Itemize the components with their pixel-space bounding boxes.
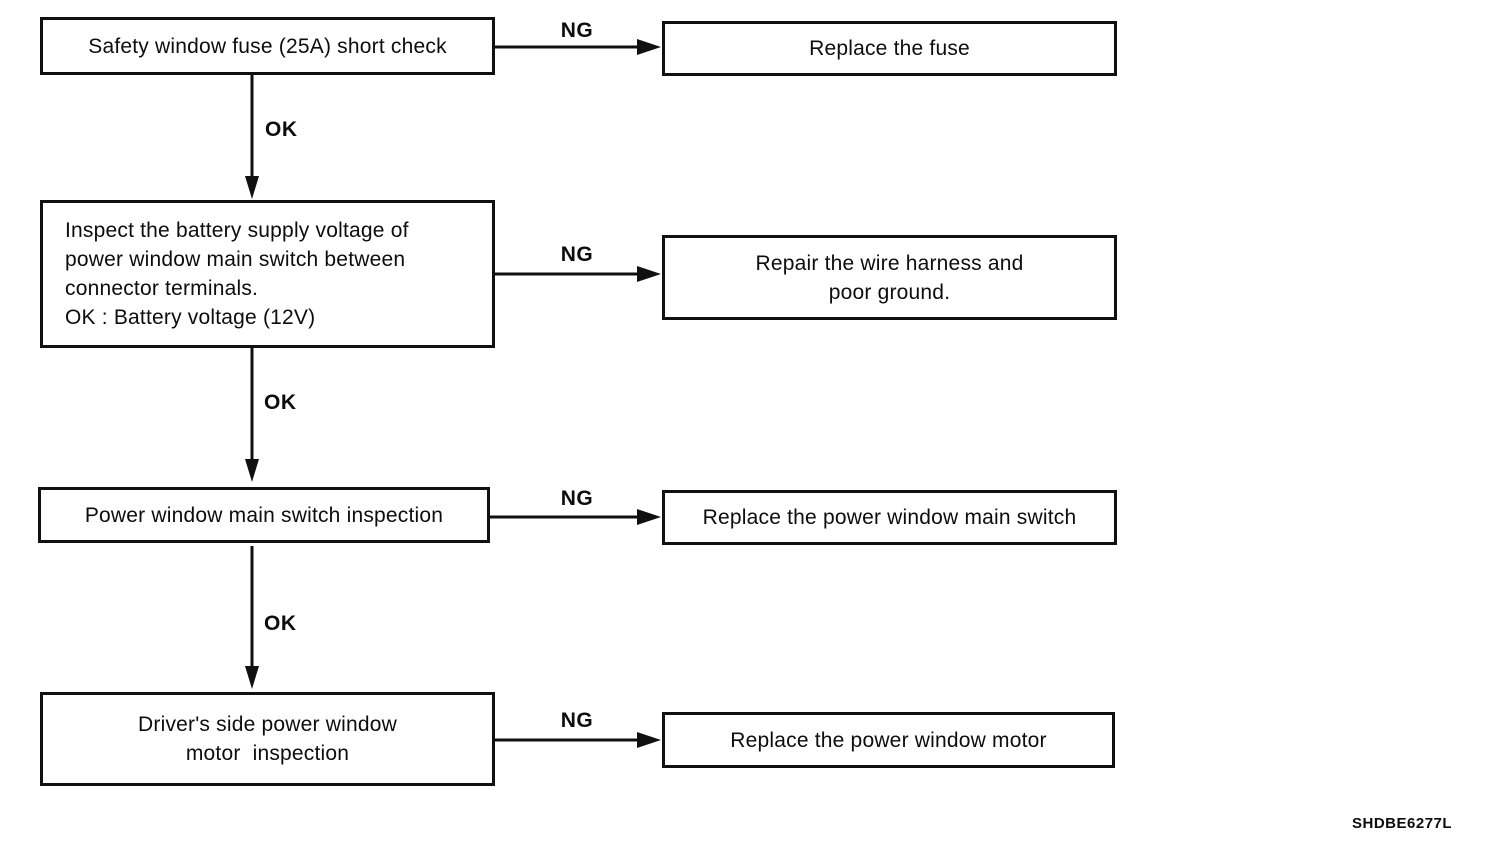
ok-label-3: OK xyxy=(264,612,297,635)
ng-label-2: NG xyxy=(560,243,594,266)
action-box-replace-motor: Replace the power window motor xyxy=(662,712,1115,768)
ok-arrow-3 xyxy=(245,546,259,689)
action-box-replace-main-switch: Replace the power window main switch xyxy=(662,490,1117,545)
check-box-fuse-short-check: Safety window fuse (25A) short check xyxy=(40,17,495,75)
ng-label-4: NG xyxy=(560,709,594,732)
check-box-main-switch-inspection: Power window main switch inspection xyxy=(38,487,490,543)
action-box-replace-fuse: Replace the fuse xyxy=(662,21,1117,76)
ng-arrow-4 xyxy=(495,732,661,748)
action-box-repair-wire-harness: Repair the wire harness and poor ground. xyxy=(662,235,1117,320)
figure-code: SHDBE6277L xyxy=(1352,815,1453,832)
check-box-motor-inspection: Driver's side power window motor inspect… xyxy=(40,692,495,786)
ng-label-3: NG xyxy=(560,487,594,510)
ok-label-1: OK xyxy=(265,118,298,141)
ng-label-1: NG xyxy=(560,19,594,42)
ok-label-2: OK xyxy=(264,391,297,414)
ng-arrow-3 xyxy=(490,509,661,525)
ok-arrow-2 xyxy=(245,348,259,482)
check-box-battery-supply-voltage: Inspect the battery supply voltage of po… xyxy=(40,200,495,348)
ok-arrow-1 xyxy=(245,75,259,199)
ng-arrow-2 xyxy=(495,266,661,282)
